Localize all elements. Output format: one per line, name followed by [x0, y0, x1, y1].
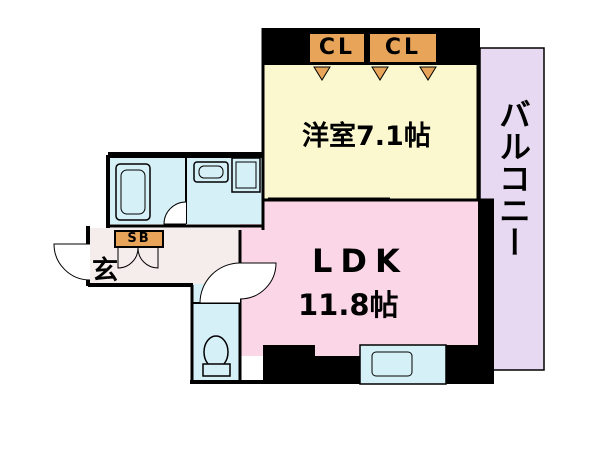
closet-label-right: CL	[368, 32, 438, 64]
closet-door-marker	[419, 66, 437, 81]
toilet-bowl-icon	[203, 335, 229, 369]
door-swing-shoebox-right	[137, 247, 159, 269]
toilet-tank-icon	[202, 363, 231, 377]
door-swing-toilet	[199, 262, 241, 304]
closet-door-marker	[313, 66, 331, 81]
wall-corner-bl	[263, 345, 315, 384]
door-swing-entrance	[53, 243, 91, 281]
balcony-label: バルコニー	[494, 98, 532, 258]
washing-machine-inner-icon	[235, 161, 257, 189]
ldk-label: LDK	[312, 242, 408, 280]
shoe-box-label: SB	[114, 230, 164, 248]
ldk-size-label: 11.8帖	[298, 288, 399, 322]
entrance-label: 玄	[92, 256, 119, 286]
closet-door-marker	[371, 66, 389, 81]
door-swing-shoebox-left	[117, 247, 139, 269]
door-swing-ldk	[239, 262, 277, 300]
kitchen-sink-icon	[371, 351, 413, 377]
bathtub-inner-icon	[120, 169, 146, 215]
wall-corner-br	[446, 345, 494, 384]
washbasin-bowl-icon	[198, 165, 224, 179]
closet-label-left: CL	[308, 32, 366, 64]
western-room-label: 洋室7.1帖	[302, 121, 431, 152]
door-swing-bath	[163, 201, 187, 225]
ldk-fill	[240, 200, 478, 356]
western-room-area	[263, 65, 478, 200]
